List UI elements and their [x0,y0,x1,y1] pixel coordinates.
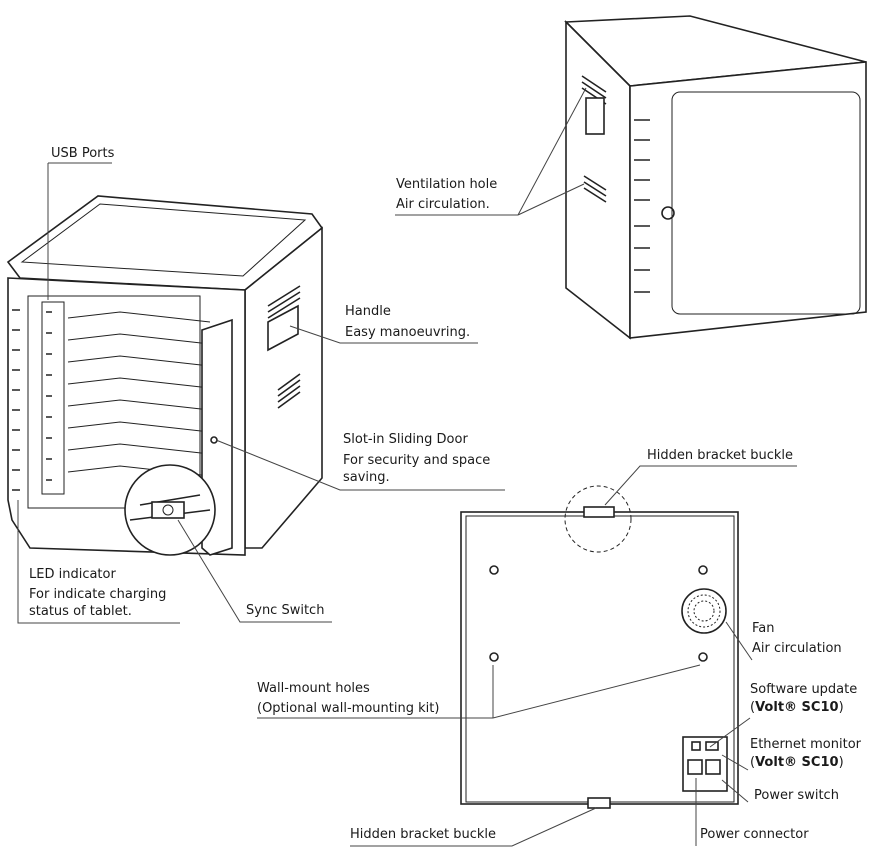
fan-desc: Air circulation [752,641,842,656]
side-vents [267,285,301,409]
led-desc-2: status of tablet. [29,604,132,619]
power-switch-label: Power switch [754,788,839,803]
ventilation-desc: Air circulation. [396,197,490,212]
door-vents [634,119,650,293]
bracket-bottom [587,797,611,809]
power-connector-label: Power connector [700,827,809,842]
ethernet-brand: (Volt® SC10) [750,755,844,770]
led-indicators [12,309,20,491]
wall-mount-desc: (Optional wall-mounting kit) [257,701,439,716]
handle-desc: Easy manoeuvring. [345,325,470,340]
door-desc-1: For security and space [343,453,490,468]
closed-side-vents [581,75,607,203]
door-label: Slot-in Sliding Door [343,432,468,447]
cabinet-back-view [460,485,739,809]
bracket-top-zoom [564,485,632,553]
wall-mount-holes [489,565,708,662]
cabinet-front-view [6,195,324,556]
fan-label: Fan [752,621,775,636]
fan-grille [681,588,727,634]
sync-switch-zoom [124,464,216,556]
usb-ports [41,301,65,495]
wall-mount-label: Wall-mount holes [257,681,370,696]
bracket-top-label: Hidden bracket buckle [647,448,793,463]
door-lock [661,206,675,220]
cabinet-closed-view [564,15,867,340]
led-label: LED indicator [29,567,116,582]
door-desc-2: saving. [343,470,390,485]
led-desc-1: For indicate charging [29,587,166,602]
software-update-label: Software update [750,682,857,697]
bracket-bottom-label: Hidden bracket buckle [350,827,496,842]
ethernet-label: Ethernet monitor [750,737,862,752]
sync-switch-label: Sync Switch [246,603,324,618]
usb-ports-label: USB Ports [51,146,115,161]
handle-label: Handle [345,304,391,319]
rear-io-panel [682,736,728,792]
software-update-brand: (Volt® SC10) [750,700,844,715]
handle [267,304,299,352]
leader-lines [17,87,797,847]
ventilation-label: Ventilation hole [396,177,497,192]
